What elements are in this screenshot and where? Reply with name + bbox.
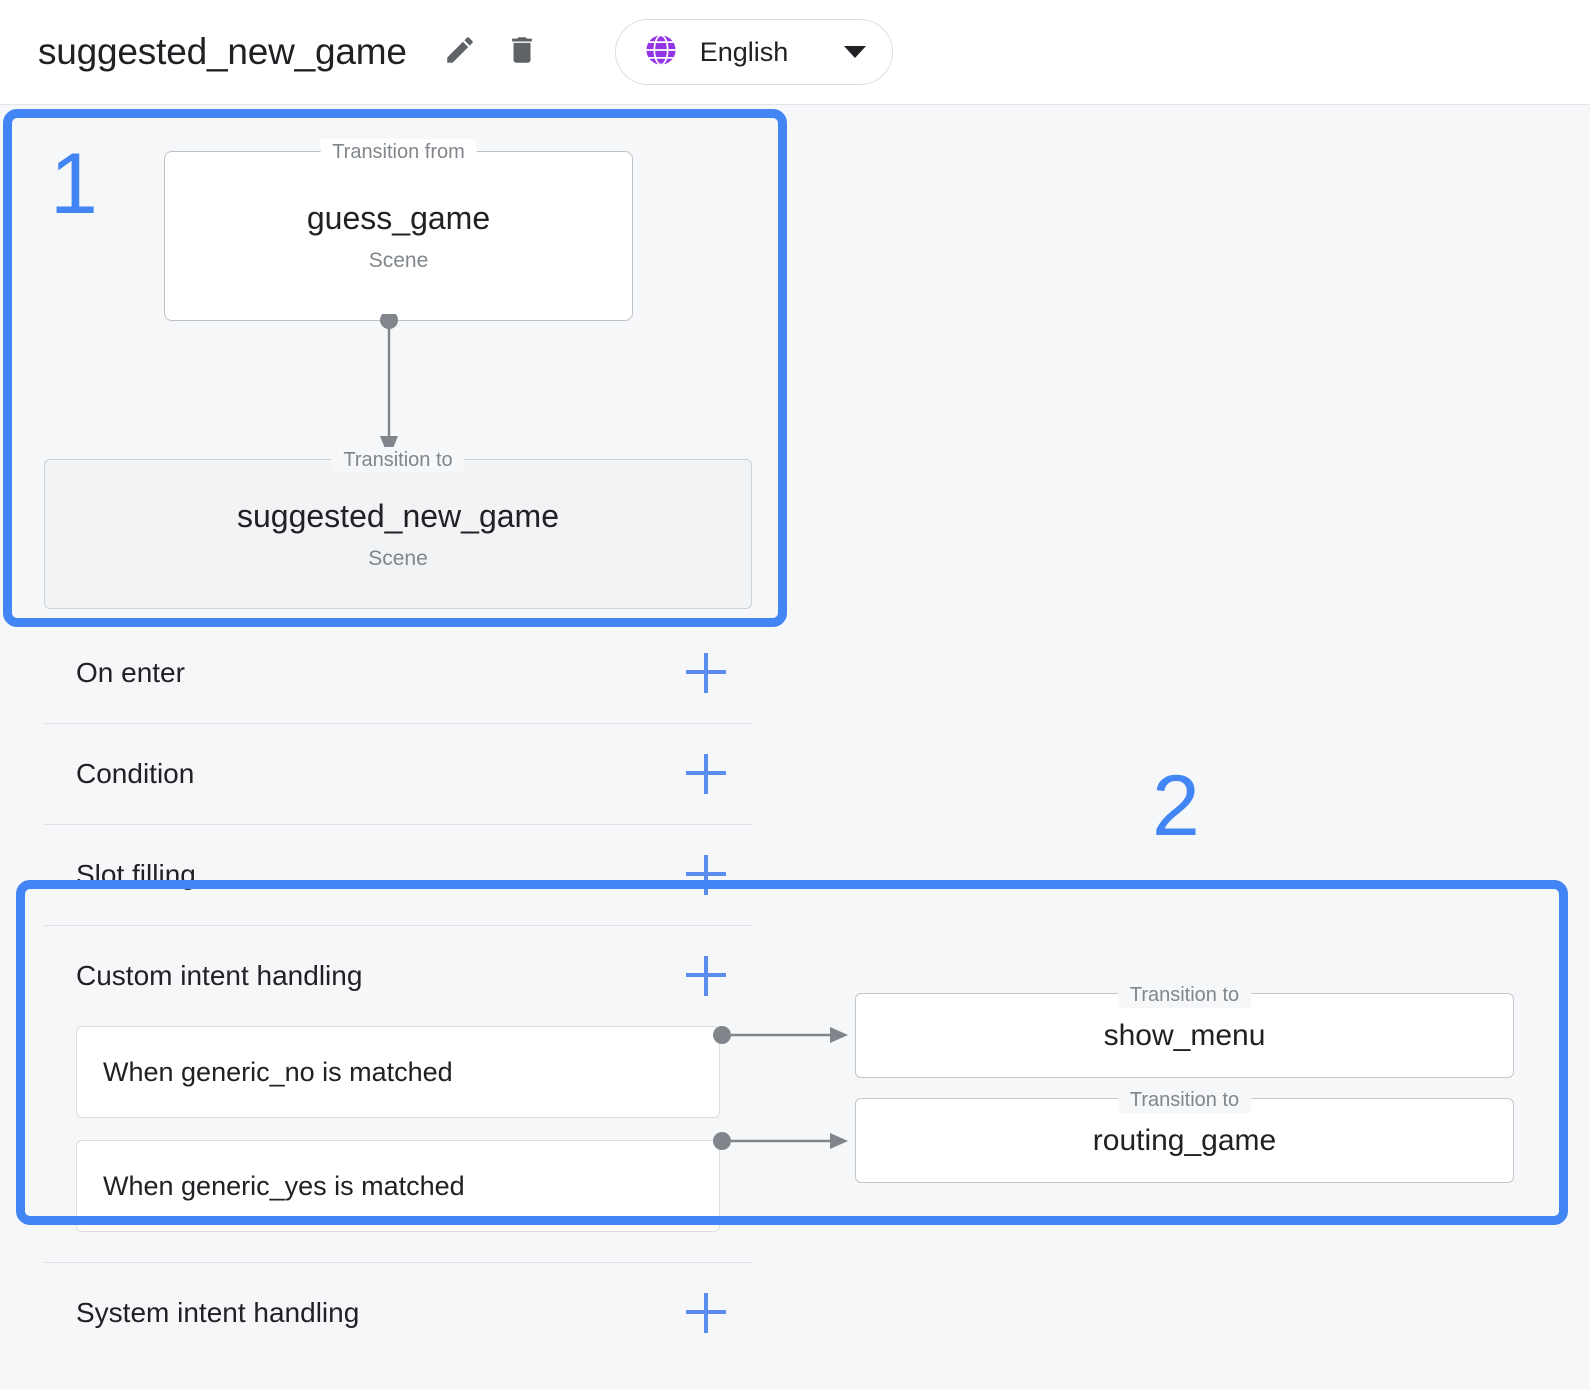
add-condition-button[interactable] xyxy=(686,754,726,794)
custom-intent-label: When generic_yes is matched xyxy=(103,1170,465,1201)
section-on-enter[interactable]: On enter xyxy=(44,622,752,723)
globe-icon xyxy=(642,31,680,74)
transition-to-current-name: suggested_new_game xyxy=(236,497,559,534)
chevron-down-icon[interactable] xyxy=(844,46,867,58)
add-on-enter-button[interactable] xyxy=(686,653,726,693)
add-custom-intent-button[interactable] xyxy=(686,956,726,996)
custom-intent-label: When generic_no is matched xyxy=(103,1056,453,1087)
trash-icon xyxy=(505,33,539,72)
pencil-icon xyxy=(443,33,477,72)
transition-to-current-legend: Transition to xyxy=(331,447,465,473)
transition-from-type: Scene xyxy=(368,248,429,272)
scene-detail-card: Transition from guess_game Scene Transit… xyxy=(43,113,753,1333)
section-label: On enter xyxy=(76,657,185,688)
section-label: Condition xyxy=(76,758,195,789)
section-condition[interactable]: Condition xyxy=(44,723,752,824)
section-system-intent-handling[interactable]: System intent handling xyxy=(44,1262,752,1363)
add-system-intent-button[interactable] xyxy=(686,1293,726,1333)
scene-canvas: Transition from guess_game Scene Transit… xyxy=(0,105,1590,1390)
section-label: Slot filling xyxy=(76,859,196,890)
transition-from-node[interactable]: Transition from guess_game Scene xyxy=(164,139,633,321)
transition-to-current-node[interactable]: Transition to suggested_new_game Scene xyxy=(44,447,752,609)
edit-scene-button[interactable] xyxy=(437,29,483,75)
transition-from-name: guess_game xyxy=(306,199,491,236)
section-label: System intent handling xyxy=(76,1297,360,1328)
transition-to-show-menu[interactable]: Transition to show_menu xyxy=(855,982,1514,1078)
transition-from-legend: Transition from xyxy=(320,139,477,165)
transition-to-legend: Transition to xyxy=(1117,982,1252,1008)
language-selector[interactable]: English xyxy=(614,19,894,85)
connector-generic-yes xyxy=(712,1129,852,1153)
transition-to-name: show_menu xyxy=(1103,1018,1266,1052)
custom-intent-row[interactable]: When generic_no is matched xyxy=(76,1026,720,1118)
scene-sections-list: On enter Condition Slot filling Custom i… xyxy=(44,622,752,1363)
section-slot-filling[interactable]: Slot filling xyxy=(44,824,752,925)
transition-arrow-down xyxy=(354,311,424,462)
annotation-number-2: 2 xyxy=(1152,758,1200,854)
page-title: suggested_new_game xyxy=(38,31,407,72)
transition-to-routing-game[interactable]: Transition to routing_game xyxy=(855,1087,1514,1183)
custom-intent-row[interactable]: When generic_yes is matched xyxy=(76,1140,720,1232)
annotation-number-1: 1 xyxy=(50,136,98,232)
transition-to-current-type: Scene xyxy=(368,546,428,570)
language-label: English xyxy=(699,36,789,67)
connector-generic-no xyxy=(712,1023,852,1047)
section-label: Custom intent handling xyxy=(76,960,363,991)
transition-to-legend: Transition to xyxy=(1117,1087,1252,1113)
add-slot-filling-button[interactable] xyxy=(686,855,726,895)
section-custom-intent-handling[interactable]: Custom intent handling When generic_no i… xyxy=(44,925,752,1262)
page-header: suggested_new_game xyxy=(0,0,1590,105)
transition-to-name: routing_game xyxy=(1092,1123,1277,1157)
delete-scene-button[interactable] xyxy=(499,29,545,75)
